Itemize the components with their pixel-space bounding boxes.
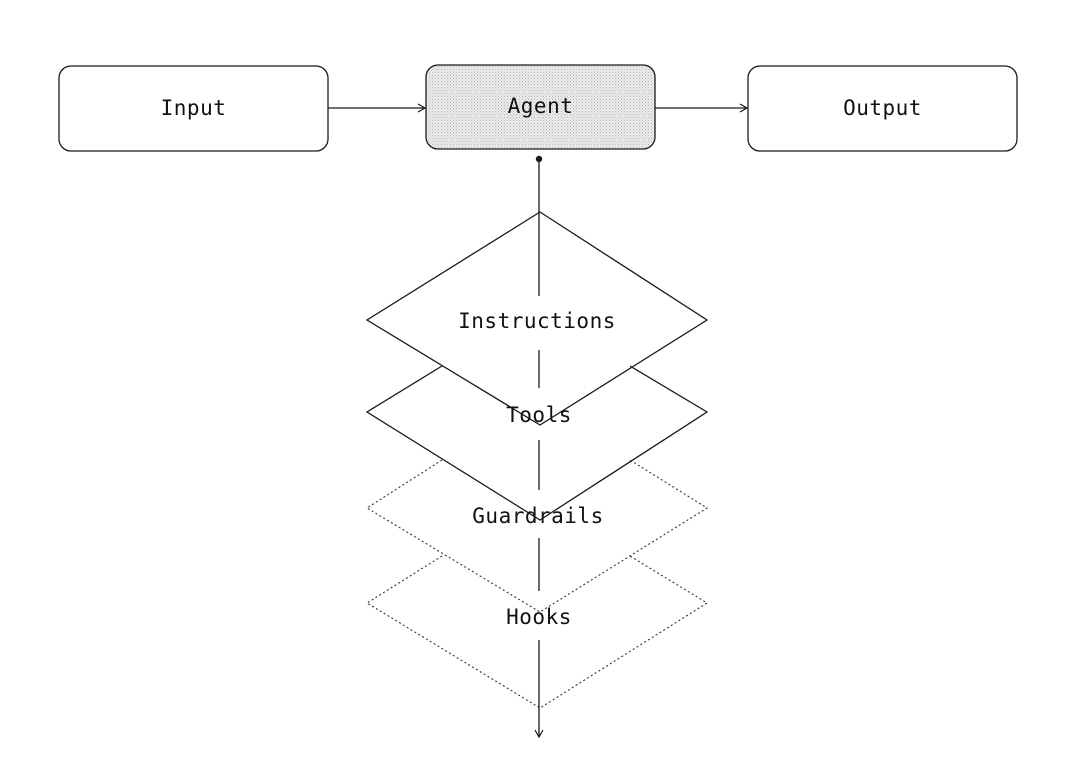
guardrails-layer (365, 459, 709, 613)
input-node: Input (58, 65, 329, 152)
agent-node-label: Agent (508, 94, 574, 118)
instructions-label: Instructions (458, 309, 616, 333)
guardrails-label: Guardrails (472, 504, 603, 528)
agent-node: Agent (425, 64, 656, 150)
hooks-layer (365, 555, 709, 709)
input-node-label: Input (161, 96, 227, 120)
hooks-label: Hooks (506, 605, 572, 629)
tools-layer (365, 365, 709, 521)
output-node: Output (747, 65, 1018, 152)
instructions-layer (365, 211, 709, 426)
tools-label: Tools (506, 403, 572, 427)
output-node-label: Output (843, 96, 922, 120)
